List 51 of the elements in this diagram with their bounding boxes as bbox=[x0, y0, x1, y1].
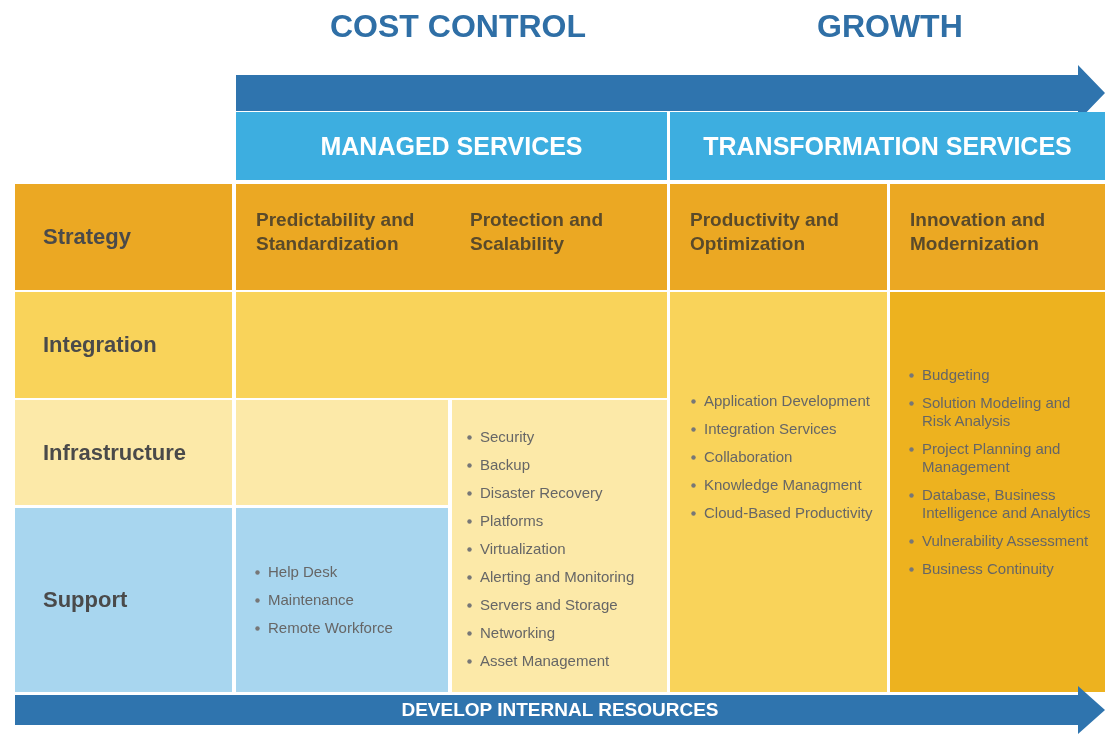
strategy-cell bbox=[890, 184, 1105, 290]
list-item: Solution Modeling and Risk Analysis bbox=[922, 394, 1071, 429]
band-title: MANAGED SERVICES bbox=[320, 131, 583, 161]
list-item: Virtualization bbox=[480, 540, 566, 557]
list-item: Help Desk bbox=[268, 563, 338, 580]
cell-heading: Predictability and Standardization bbox=[256, 209, 415, 254]
list-item: Collaboration bbox=[704, 448, 793, 465]
row-header bbox=[15, 292, 232, 398]
list-item: Business Continuity bbox=[922, 560, 1054, 577]
cell-heading: Protection and Scalability bbox=[470, 209, 603, 254]
service-panel bbox=[452, 400, 667, 692]
list-item: Backup bbox=[480, 456, 531, 473]
cell-heading: Productivity and Optimization bbox=[690, 209, 839, 254]
list-item: Security bbox=[480, 428, 535, 445]
row-header bbox=[15, 508, 232, 692]
list-item: Database, Business Intelligence and Analytics bbox=[922, 486, 1091, 521]
list-item: Vulnerability Assessment bbox=[922, 532, 1089, 549]
row-label: Support bbox=[43, 587, 128, 613]
list-item: Disaster Recovery bbox=[480, 484, 603, 501]
arrow-banner bbox=[15, 686, 1105, 734]
heading: COST CONTROL bbox=[330, 8, 586, 45]
row-label: Infrastructure bbox=[43, 439, 187, 466]
banner-text: DEVELOP INTERNAL RESOURCES bbox=[401, 699, 719, 721]
service-panel bbox=[890, 292, 1105, 692]
list-item: Project Planning and Management bbox=[922, 440, 1061, 475]
list-item: Servers and Storage bbox=[480, 596, 618, 613]
list-item: Asset Management bbox=[480, 652, 610, 669]
cell-heading: Innovation and Modernization bbox=[910, 209, 1046, 254]
service-panel bbox=[670, 292, 887, 692]
service-panel bbox=[236, 508, 448, 692]
strategy-cell bbox=[670, 184, 887, 290]
list-item: Cloud-Based Productivity bbox=[704, 504, 873, 521]
list-item: Alerting and Monitoring bbox=[480, 568, 635, 585]
list-item: Networking bbox=[480, 624, 556, 641]
row-header bbox=[15, 400, 232, 505]
list-item: Budgeting bbox=[922, 366, 990, 383]
strategy-cell bbox=[450, 184, 667, 290]
heading: GROWTH bbox=[817, 8, 963, 45]
service-band bbox=[236, 112, 667, 180]
list-item: Platforms bbox=[480, 512, 544, 529]
list-item: Maintenance bbox=[268, 591, 354, 608]
list-item: Application Development bbox=[704, 392, 870, 409]
list-item: Knowledge Managment bbox=[704, 476, 862, 493]
band-title: TRANSFORMATION SERVICES bbox=[703, 131, 1072, 161]
row-header bbox=[15, 184, 232, 290]
row-label: Strategy bbox=[43, 224, 132, 250]
service-band bbox=[670, 112, 1105, 180]
list-item: Remote Workforce bbox=[268, 619, 393, 636]
strategy-cell bbox=[236, 184, 450, 290]
list-item: Integration Services bbox=[704, 420, 837, 437]
row-label: Integration bbox=[43, 332, 157, 358]
